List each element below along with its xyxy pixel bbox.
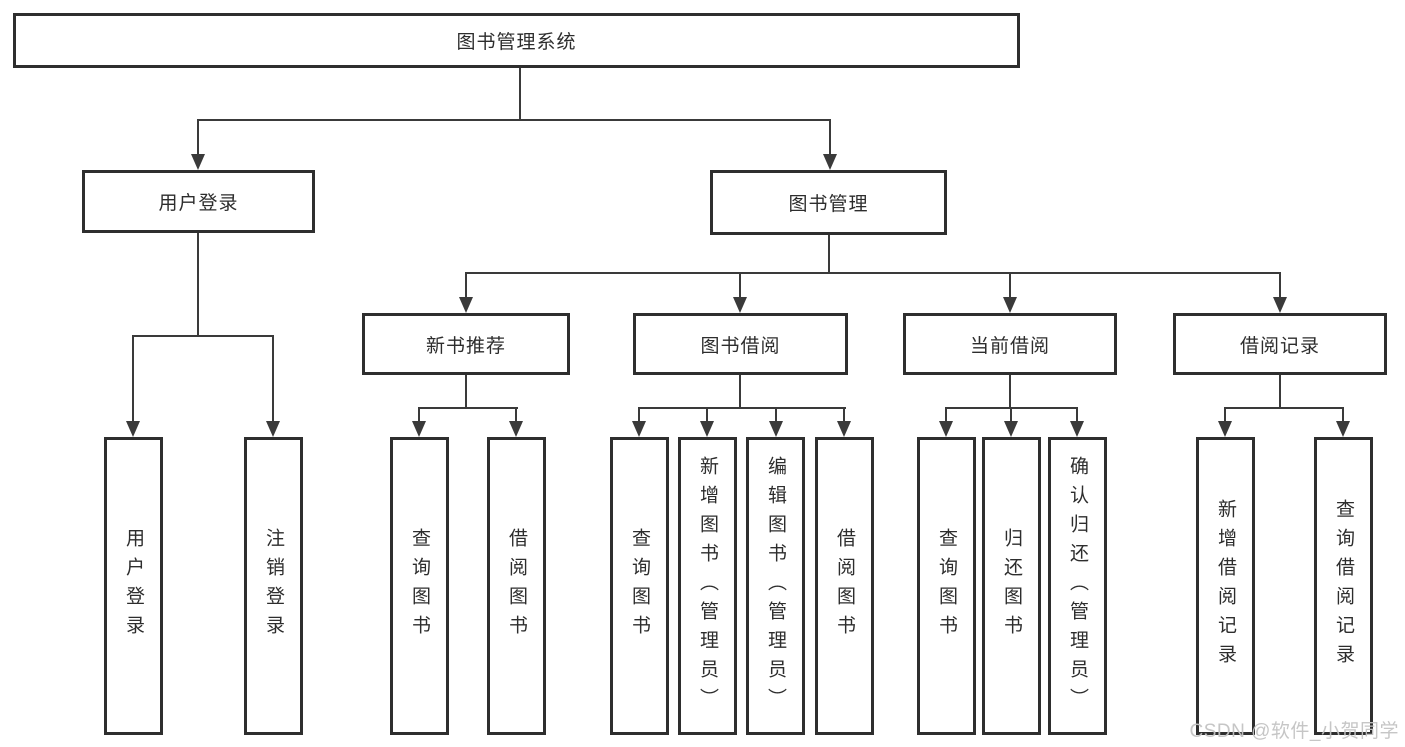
leaf-confirm-return-admin: 确认归还（管理员） [1048,437,1107,735]
connector-line [132,335,134,423]
arrow-down-icon [823,154,837,170]
leaf-logout: 注销登录 [244,437,303,735]
connector-line [775,407,777,423]
leaf-logout-label: 注销登录 [263,528,284,644]
connector-line [739,272,741,299]
connector-line [132,335,274,337]
watermark: CSDN @软件_小贺同学 [1189,721,1399,742]
connector-line [843,407,845,423]
leaf-borrow-books-1-label: 借阅图书 [506,528,527,644]
arrow-down-icon [769,421,783,437]
connector-line [1279,375,1281,409]
leaf-query-books-3-label: 查询图书 [936,528,957,644]
leaf-query-books-1-label: 查询图书 [409,528,430,644]
node-root: 图书管理系统 [13,13,1020,68]
connector-line [1076,407,1078,423]
connector-line [465,272,1281,274]
arrow-down-icon [632,421,646,437]
connector-line [706,407,708,423]
node-book-borrowing-label: 图书借阅 [700,335,781,357]
connector-line [465,272,467,299]
connector-line [418,407,518,409]
connector-line [1010,407,1012,423]
arrow-down-icon [1070,421,1084,437]
node-current-borrowing: 当前借阅 [903,313,1117,375]
connector-line [197,119,199,157]
node-new-book-recommend: 新书推荐 [362,313,570,375]
node-new-book-recommend-label: 新书推荐 [425,335,506,357]
arrow-down-icon [733,297,747,313]
node-root-label: 图书管理系统 [456,32,577,53]
leaf-add-borrow-record: 新增借阅记录 [1196,437,1255,735]
connector-line [197,232,199,337]
leaf-borrow-books-1: 借阅图书 [487,437,546,735]
connector-line [829,119,831,157]
arrow-down-icon [266,421,280,437]
arrow-down-icon [1273,297,1287,313]
leaf-add-books-admin: 新增图书（管理员） [678,437,737,735]
node-user-login: 用户登录 [82,170,315,233]
connector-line [1009,375,1011,409]
arrow-down-icon [459,297,473,313]
arrow-down-icon [837,421,851,437]
arrow-down-icon [412,421,426,437]
arrow-down-icon [1004,421,1018,437]
leaf-query-borrow-record: 查询借阅记录 [1314,437,1373,735]
leaf-user-login-label: 用户登录 [123,528,144,644]
arrow-down-icon [1218,421,1232,437]
connector-line [1224,407,1226,423]
node-user-login-label: 用户登录 [158,193,239,214]
connector-line [638,407,640,423]
leaf-edit-books-admin-label: 编辑图书（管理员） [765,455,786,717]
leaf-confirm-return-admin-label: 确认归还（管理员） [1067,455,1088,717]
arrow-down-icon [191,154,205,170]
connector-line [1279,272,1281,299]
leaf-borrow-books-2: 借阅图书 [815,437,874,735]
connector-line [418,407,420,423]
connector-line [465,375,467,409]
connector-line [638,407,846,409]
node-book-management: 图书管理 [710,170,947,235]
leaf-return-books: 归还图书 [982,437,1041,735]
leaf-add-books-admin-label: 新增图书（管理员） [697,455,718,717]
leaf-query-books-2-label: 查询图书 [629,528,650,644]
leaf-query-books-3: 查询图书 [917,437,976,735]
connector-line [515,407,517,423]
connector-line [272,335,274,423]
arrow-down-icon [509,421,523,437]
connector-line [519,66,521,121]
leaf-borrow-books-2-label: 借阅图书 [834,528,855,644]
leaf-edit-books-admin: 编辑图书（管理员） [746,437,805,735]
arrow-down-icon [700,421,714,437]
arrow-down-icon [1003,297,1017,313]
node-borrowing-records-label: 借阅记录 [1239,335,1320,357]
node-current-borrowing-label: 当前借阅 [969,335,1050,357]
leaf-query-books-2: 查询图书 [610,437,669,735]
leaf-return-books-label: 归还图书 [1001,528,1022,644]
arrow-down-icon [126,421,140,437]
connector-line [1009,272,1011,299]
connector-line [828,234,830,274]
connector-line [197,119,831,121]
leaf-query-borrow-record-label: 查询借阅记录 [1333,499,1354,673]
connector-line [739,375,741,409]
arrow-down-icon [939,421,953,437]
connector-line [1224,407,1344,409]
node-book-management-label: 图书管理 [788,194,869,215]
connector-line [945,407,947,423]
leaf-add-borrow-record-label: 新增借阅记录 [1215,499,1236,673]
node-borrowing-records: 借阅记录 [1173,313,1387,375]
connector-line [1342,407,1344,423]
leaf-query-books-1: 查询图书 [390,437,449,735]
leaf-user-login: 用户登录 [104,437,163,735]
arrow-down-icon [1336,421,1350,437]
node-book-borrowing: 图书借阅 [633,313,848,375]
